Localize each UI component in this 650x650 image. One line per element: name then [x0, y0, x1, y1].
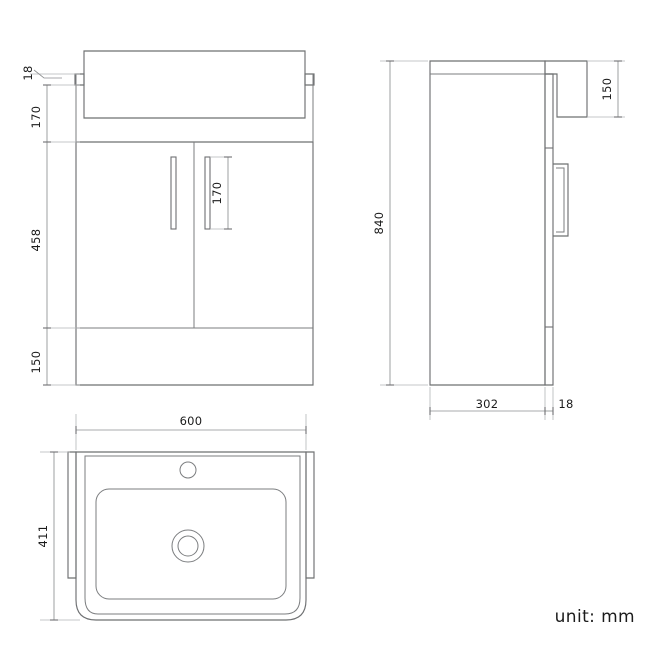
dim-label-door-thickness: 18: [558, 397, 573, 411]
basin-inner-offset: [84, 455, 301, 615]
drain-outer-icon: [171, 529, 205, 563]
tap-hole-icon: [179, 461, 197, 479]
dim-label-basin-height: 170: [29, 106, 43, 129]
side-door-handle-outer[interactable]: [553, 163, 569, 237]
basin-bowl: [95, 488, 287, 600]
dim-label-overall-width: 600: [180, 414, 203, 428]
side-door-panel: [544, 73, 554, 386]
dim-label-plinth-height: 150: [29, 351, 43, 374]
dim-label-handle-length: 170: [210, 182, 224, 205]
dim-label-basin-projection: 150: [600, 78, 614, 101]
cabinet-carcass: [75, 141, 314, 386]
basin-right-tab: [304, 73, 315, 86]
dim-label-cabinet-depth: 302: [476, 397, 499, 411]
dim-label-overall-height: 840: [372, 212, 386, 235]
dim-label-overall-depth: 411: [36, 525, 50, 548]
unit-note: unit: mm: [555, 607, 635, 627]
side-door-handle-inner: [556, 167, 565, 233]
basin-outer-plate: [75, 451, 307, 621]
dim-label-door-height: 458: [29, 229, 43, 252]
basin-body: [83, 50, 306, 119]
leader-18: [33, 69, 62, 79]
basin-left-tab: [74, 73, 85, 86]
drain-inner-icon: [177, 535, 199, 557]
left-door-handle[interactable]: [170, 156, 177, 230]
right-mounting-bracket: [305, 451, 315, 579]
dim-label-countertop-thickness: 18: [21, 65, 35, 80]
left-mounting-bracket: [67, 451, 77, 579]
right-door-handle[interactable]: [204, 156, 211, 230]
